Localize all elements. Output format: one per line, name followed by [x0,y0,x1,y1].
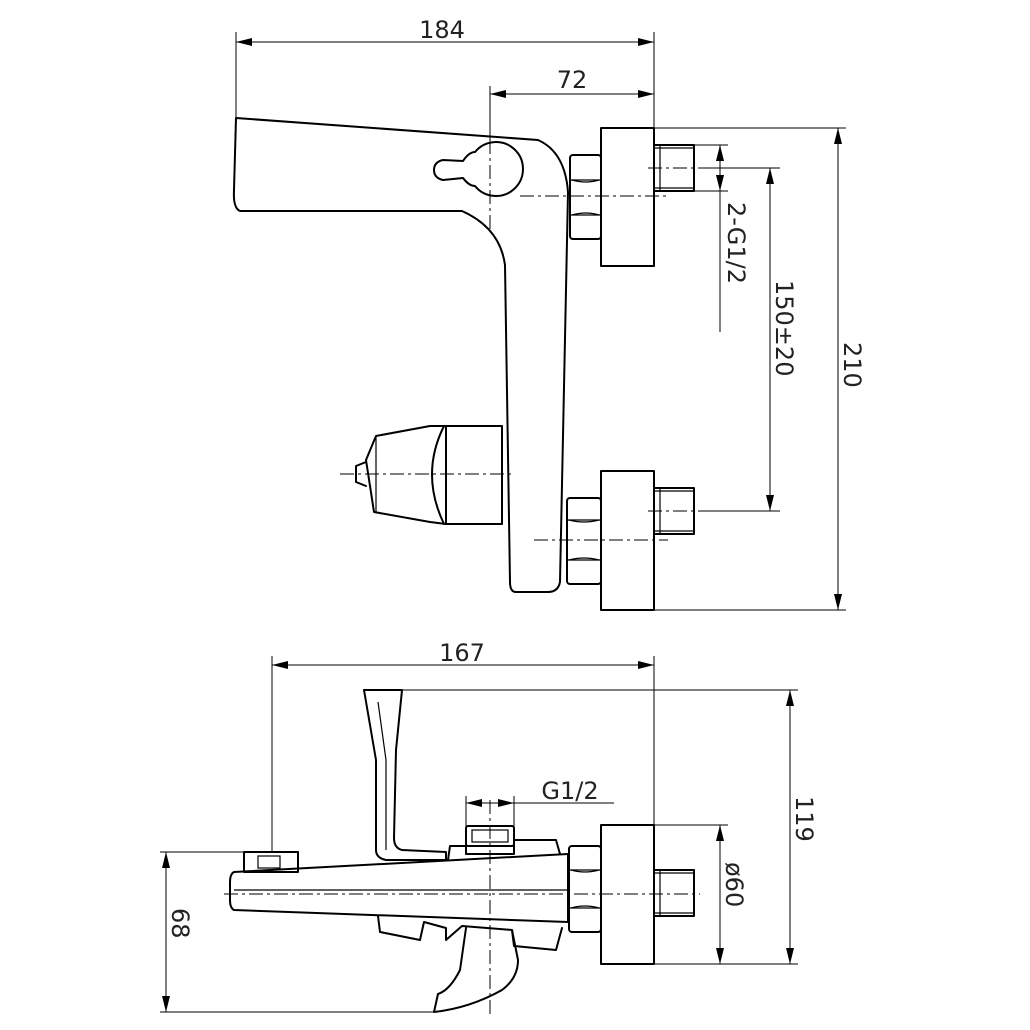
dim-210: 210 [654,127,866,611]
dim-g1-2: G1/2 [465,777,614,826]
dim-2-g1-2-label: 2-G1/2 [722,202,750,284]
dim-167-label: 167 [439,639,485,667]
side-handle-lower [433,927,519,1013]
upper-flange [600,127,655,267]
side-spout [377,915,563,951]
dim-g1-2-label: G1/2 [541,777,598,805]
dim-68-label: 68 [166,908,194,939]
front-view: 184 72 2-G1/2 150±20 [232,16,866,611]
dim-167: 167 [271,639,655,852]
side-connector [653,869,695,917]
dim-2-g1-2: 2-G1/2 [694,144,750,332]
keyhole-icon [433,141,524,197]
side-lever-inner [377,701,387,850]
dim-150: 150±20 [700,167,798,512]
front-handle-body [232,117,569,593]
side-view: 167 G1/2 119 ø60 [160,639,818,1014]
dim-150-label: 150±20 [770,280,798,376]
dim-72: 72 [489,66,655,140]
dim-68: 68 [160,851,434,1013]
dim-o60-label: ø60 [720,862,748,907]
dim-o60: ø60 [654,824,748,965]
side-lever [363,689,447,861]
dim-119: 119 [400,689,818,965]
side-body [229,853,569,923]
dim-72-label: 72 [557,66,588,94]
dim-184: 184 [235,16,655,128]
front-spout [355,425,503,525]
dim-184-label: 184 [419,16,465,44]
dim-119-label: 119 [790,796,818,842]
dim-210-label: 210 [838,342,866,388]
lower-hex-nut [566,497,602,585]
side-hex-nut [568,845,602,933]
upper-hex-nut [569,154,602,240]
side-left-cap [243,851,299,873]
